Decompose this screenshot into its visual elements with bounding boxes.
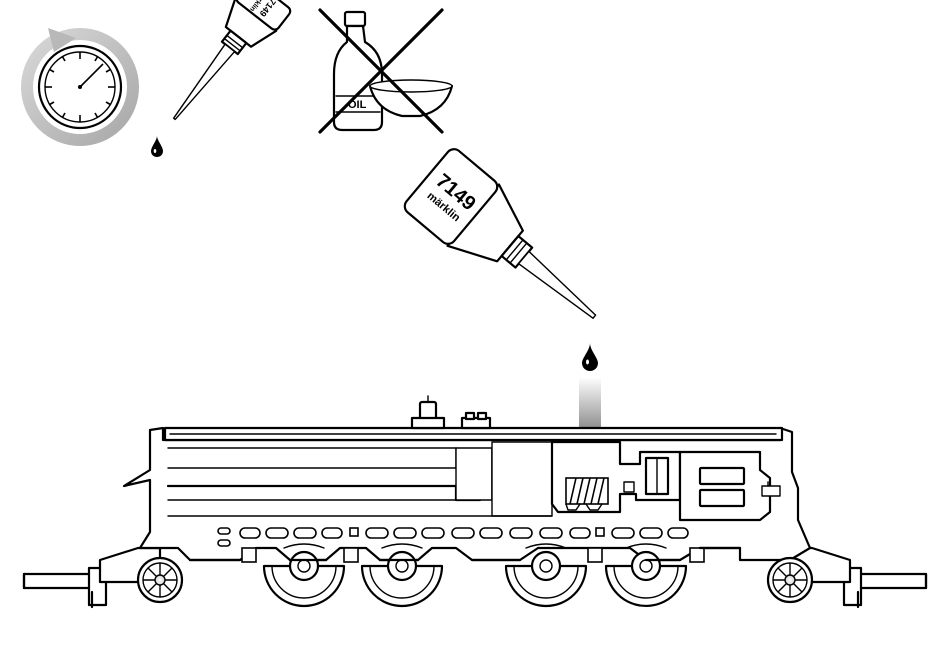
large-oil-dispenser: 7149 märklin [402,146,620,347]
small-wheel-left [138,558,182,602]
oil-drop-icon [582,343,598,371]
oil-drop-icon [151,136,163,157]
top-fixture-connector [412,396,444,428]
locomotive-chassis-icon [24,396,926,607]
small-oil-dispenser: 7149 märklin [154,0,292,135]
clock-with-circular-arrow-icon [27,28,133,140]
left-coupler [24,568,106,607]
top-fixture-clip [462,413,490,428]
crossed-out-oil-bottle-icon: OIL [320,10,452,132]
right-coupler [844,568,926,607]
small-wheel-right [768,558,812,602]
